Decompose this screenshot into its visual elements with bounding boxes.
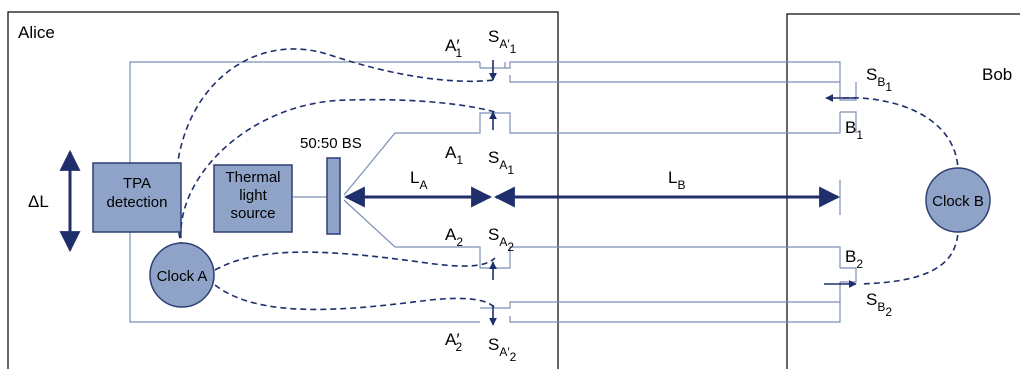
clock-b-to-sb1: [839, 96, 959, 176]
delta-l-label: ΔL: [28, 192, 49, 211]
path-a1p: [480, 61, 841, 82]
thermal-label-1: Thermal: [225, 169, 280, 186]
beam-splitter: [326, 157, 341, 235]
label-a2: A2: [445, 225, 463, 249]
label-sb2: SB2: [866, 290, 892, 319]
path-a1p-left: [129, 61, 480, 196]
label-sa1p: SA′1: [488, 27, 517, 56]
label-sa2p: SA′2: [488, 335, 517, 364]
thermal-source-box: [213, 164, 293, 233]
clock-a-to-sa2: [214, 251, 496, 271]
label-b1: B1: [845, 118, 863, 142]
switch-arrows: [489, 60, 857, 326]
tpa-label-2: detection: [107, 194, 168, 211]
clock-b-to-sb2: [859, 224, 959, 285]
clock-b: [925, 167, 991, 233]
tpa-label-1: TPA: [123, 175, 151, 192]
clock-a-to-sa2p: [214, 284, 496, 311]
clock-a: [149, 242, 215, 308]
thermal-label-2: light: [239, 187, 267, 204]
label-a1p: A′1: [445, 36, 463, 60]
label-a2p: A′2: [445, 330, 463, 354]
thermal-label-3: source: [230, 205, 275, 222]
label-b2: B2: [845, 247, 863, 271]
label-lb: LB: [668, 168, 685, 192]
length-arrows: [59, 149, 841, 253]
optical-paths: [129, 61, 857, 323]
tpa-detection-box: [92, 162, 182, 233]
alice-title: Alice: [18, 23, 55, 42]
label-sa1: SA1: [488, 148, 514, 177]
clock-a-label: Clock A: [157, 268, 208, 285]
clock-links: [174, 48, 959, 311]
clock-b-label: Clock B: [932, 193, 984, 210]
label-la: LA: [410, 168, 427, 192]
bob-title: Bob: [982, 65, 1012, 84]
label-sa2: SA2: [488, 225, 514, 254]
clock-a-to-sa1p: [174, 48, 496, 249]
label-sb1: SB1: [866, 65, 892, 94]
clock-a-to-sa1: [180, 98, 496, 249]
bs-label: 50:50 BS: [300, 135, 362, 152]
label-a1: A1: [445, 143, 463, 167]
